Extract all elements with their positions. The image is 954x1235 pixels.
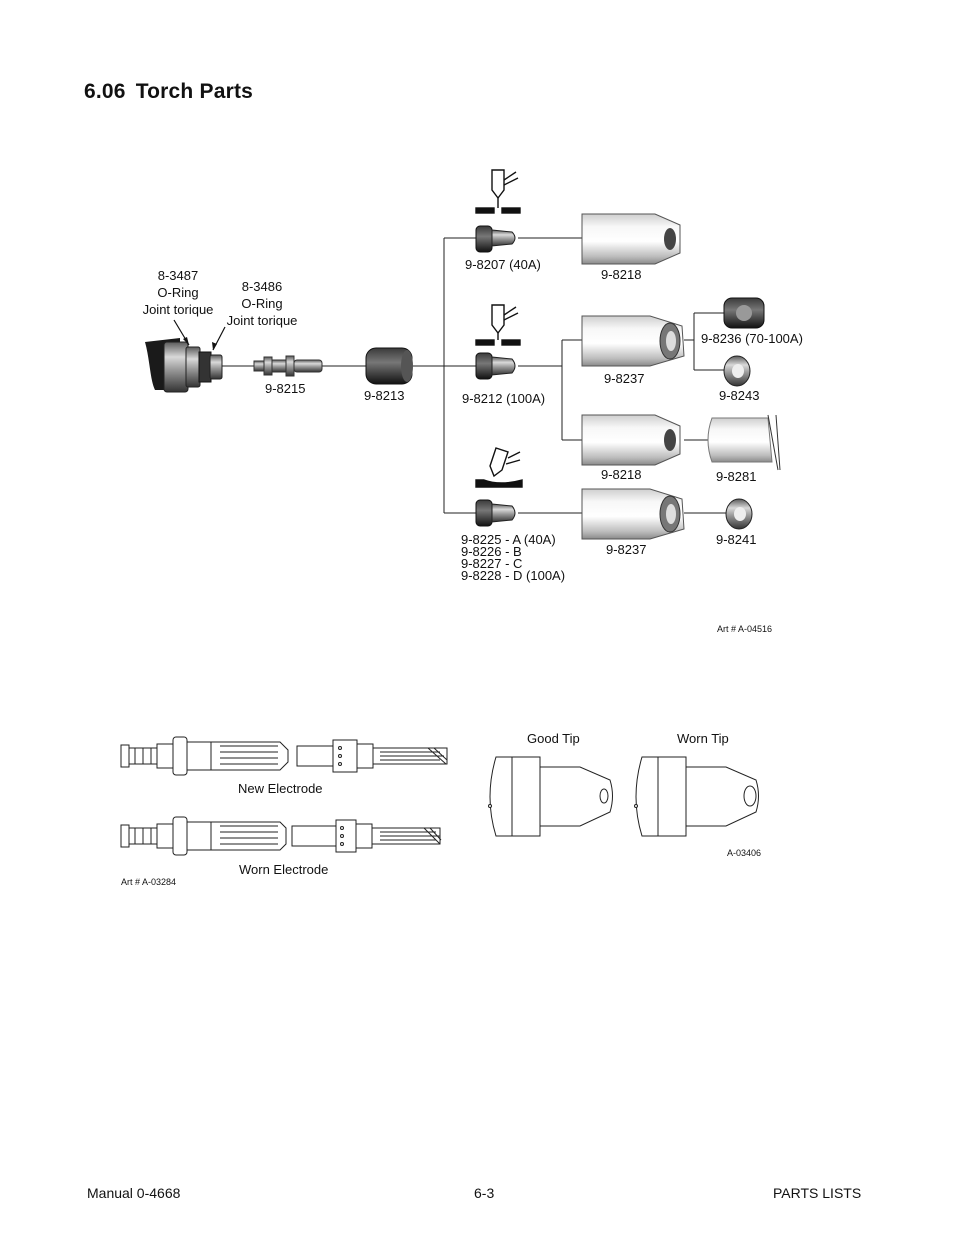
footer-manual: Manual 0-4668 <box>87 1185 181 1201</box>
electrode-label: 9-8215 <box>265 381 306 396</box>
art-number-parts: Art # A-04516 <box>717 624 773 634</box>
gouging-icon <box>475 447 523 488</box>
worn-electrode-drawing <box>120 816 442 856</box>
torch-head <box>145 319 226 393</box>
oring-left-name: O-Ring <box>157 285 199 300</box>
worn-electrode-label: Worn Electrode <box>239 862 329 877</box>
deflector-b-label: 9-8243 <box>719 388 760 403</box>
footer-section: PARTS LISTS <box>773 1185 862 1201</box>
gouge-deflector-part <box>725 498 753 530</box>
shield-cup-lower-label: 9-8218 <box>601 467 642 482</box>
cutting-icon <box>475 169 521 214</box>
shield-cup-top-label: 9-8218 <box>601 267 642 282</box>
new-electrode-label: New Electrode <box>238 781 323 796</box>
gouge-tip-part <box>475 499 516 527</box>
oring-left-part: 8-3487 <box>157 268 199 283</box>
drag-shield-part <box>707 414 781 471</box>
tip-100a-part <box>475 352 516 380</box>
section-heading: 6.06 Torch Parts <box>84 80 263 104</box>
gouge-deflector-label: 9-8241 <box>716 532 757 547</box>
worn-tip-label: Worn Tip <box>677 731 729 746</box>
oring-right-desc: Joint torique <box>226 313 298 328</box>
oring-left-desc: Joint torique <box>142 302 214 317</box>
section-title: Torch Parts <box>135 80 254 103</box>
shield-cup-mid-label: 9-8237 <box>604 371 645 386</box>
shield-cup-bottom-label: 9-8237 <box>606 542 647 557</box>
gouge-tip-label-d: 9-8228 - D (100A) <box>461 568 566 583</box>
gouge-tip-label-b: 9-8226 - B <box>461 544 522 559</box>
gouge-tip-label-c: 9-8227 - C <box>461 556 523 571</box>
tip-40a-part <box>475 225 516 253</box>
deflector-a-part <box>723 297 765 329</box>
worn-tip-drawing <box>634 756 759 837</box>
art-number-electrode: Art # A-03284 <box>121 877 177 887</box>
deflector-b-part <box>723 355 751 387</box>
swirl-ring-label: 9-8213 <box>364 388 405 403</box>
connector-lines <box>222 237 726 514</box>
good-tip-label: Good Tip <box>527 731 580 746</box>
swirl-ring-part <box>365 347 413 385</box>
section-number: 6.06 <box>84 80 126 103</box>
gouge-tip-labels: 9-8225 - A (40A) 9-8226 - B 9-8227 - C 9… <box>461 532 566 583</box>
new-electrode-drawing <box>120 736 448 776</box>
tip-40a-label: 9-8207 (40A) <box>465 257 541 272</box>
gouge-tip-label-a: 9-8225 - A (40A) <box>461 532 556 547</box>
deflector-a-label: 9-8236 (70-100A) <box>701 331 803 346</box>
footer-page-number: 6-3 <box>474 1185 495 1201</box>
shield-cup-top <box>581 213 681 265</box>
drag-shield-label: 9-8281 <box>716 469 757 484</box>
good-tip-drawing <box>488 756 613 837</box>
art-number-tip: A-03406 <box>727 848 762 858</box>
tip-100a-label: 9-8212 (100A) <box>462 391 546 406</box>
oring-left-label: 8-3487 O-Ring Joint torique <box>138 269 218 317</box>
oring-right-part: 8-3486 <box>241 279 283 294</box>
oring-right-name: O-Ring <box>241 296 283 311</box>
shield-cup-lower <box>581 414 681 466</box>
cutting-icon-2 <box>475 304 521 346</box>
shield-cup-bottom <box>581 488 685 540</box>
electrode-part <box>253 355 323 377</box>
oring-right-label: 8-3486 O-Ring Joint torique <box>222 280 302 328</box>
shield-cup-mid <box>581 315 685 367</box>
